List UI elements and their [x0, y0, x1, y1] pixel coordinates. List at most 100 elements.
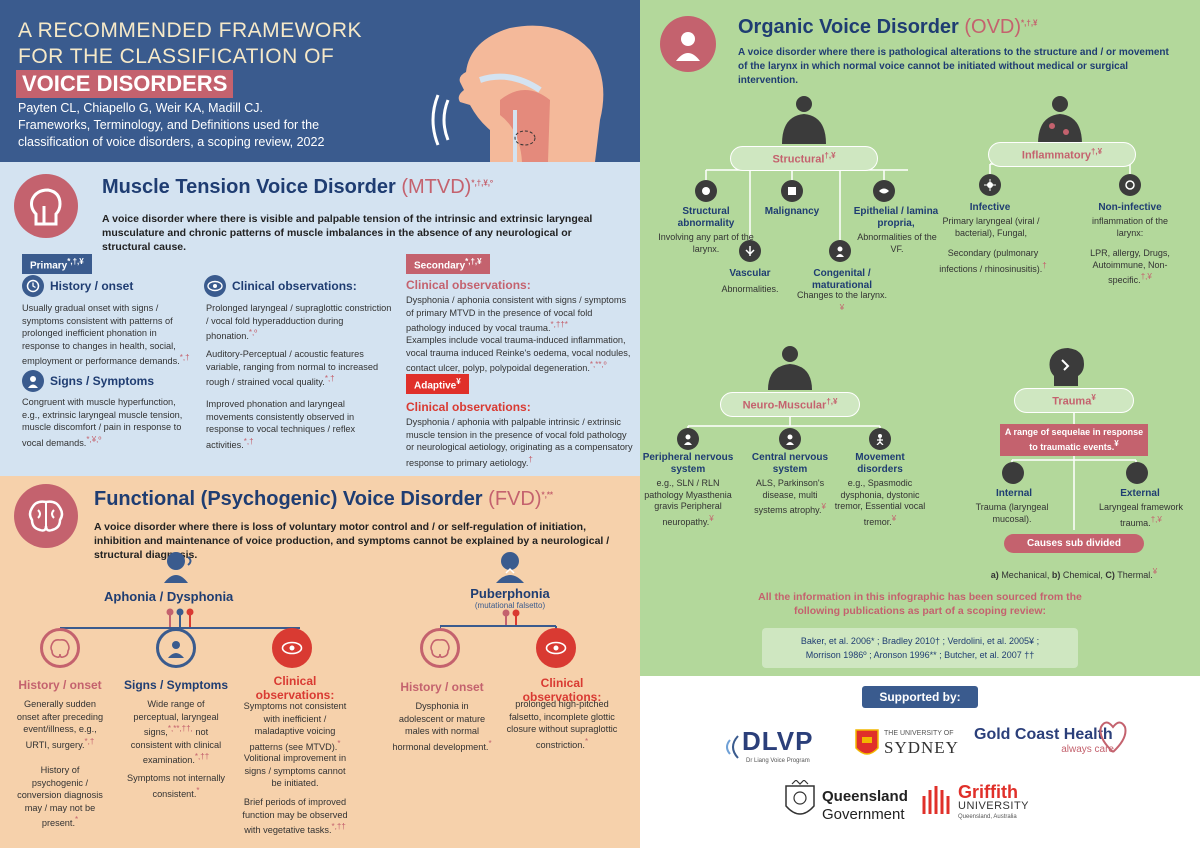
fvd-panel: Functional (Psychogenic) Voice Disorder …: [0, 476, 640, 848]
brain-small-icon: [40, 628, 80, 668]
a-clin-marks3: *,††: [331, 822, 346, 831]
secondary-label: Secondary: [414, 260, 466, 272]
a-history-text: Generally sudden onset after preceding e…: [14, 698, 106, 751]
struct-abn-title: Structural abnormality: [677, 206, 735, 229]
clinical-heading: Clinical observations:: [204, 275, 357, 297]
griffith-line-2: UNIVERSITY: [958, 800, 1030, 812]
causes-marks: ¥: [1152, 567, 1158, 576]
a-clin-text-body: Symptoms not consistent with inefficient…: [243, 701, 347, 752]
speaking-head-icon: [164, 552, 192, 583]
history-text-body: Usually gradual onset with signs / sympt…: [22, 303, 180, 367]
ovd-definition: A voice disorder where there is patholog…: [738, 47, 1169, 86]
a-signs-marks2: *,††: [194, 752, 210, 762]
gch-line-1: Gold Coast Health: [974, 726, 1113, 743]
external-title: External: [1120, 488, 1160, 499]
inflammatory-marks: †,¥: [1090, 147, 1103, 156]
sydney-line-2: SYDNEY: [884, 738, 959, 757]
p-history-marks: *: [488, 738, 492, 748]
congenital-title: Congenital / maturational: [811, 268, 872, 291]
head-trauma-icon: [1049, 348, 1084, 386]
a-history-text2-body: History of psychogenic / conversion diag…: [17, 765, 103, 829]
head-profile-illustration: [431, 25, 604, 162]
infective-icon: [979, 174, 1001, 196]
mtvd-panel: Muscle Tension Voice Disorder (MTVD)*,†,…: [0, 162, 640, 476]
citation: Payten CL, Chiapello G, Weir KA, Madill …: [18, 101, 325, 149]
noninfective-text2-body: LPR, allergy, Drugs, Autoimmune, Non-spe…: [1090, 248, 1170, 285]
a-history-marks: *,†: [84, 736, 95, 746]
adaptive-obs-title: Clinical observations:: [406, 400, 531, 414]
secondary-p2: Examples include vocal trauma-induced in…: [406, 334, 634, 375]
a-clin-text3: Brief periods of improved function may b…: [240, 796, 350, 837]
a-signs-title: Signs / Symptoms: [123, 678, 229, 692]
clinical-p3: Improved phonation and laryngeal movemen…: [206, 398, 392, 451]
clinical-p3-text: Improved phonation and laryngeal movemen…: [206, 399, 356, 450]
brain-icon: [14, 484, 78, 548]
neuro-pill: Neuro-Muscular†,¥: [720, 392, 860, 417]
pns-icon: [677, 428, 699, 450]
noninfective-text: inflammation of the larynx:: [1091, 216, 1169, 238]
person-small-icon: [156, 628, 196, 668]
a-clin-marks: *: [337, 738, 341, 748]
p-clin-text: prolonged high-pitched falsetto, incompl…: [506, 698, 618, 751]
puber-brain-icon: [420, 628, 460, 668]
title-line-1: A RECOMMENDED FRAMEWORK: [18, 19, 363, 42]
a-history-text2: History of psychogenic / conversion diag…: [14, 764, 106, 830]
epithelial-title: Epithelial / lamina propria,: [853, 206, 939, 229]
clinical-p2: Auditory-Perceptual / acoustic features …: [206, 348, 392, 389]
causes-text: a) Mechanical, b) Chemical, C) Thermal.¥: [984, 566, 1164, 582]
p-history-text-body: Dysphonia in adolescent or mature males …: [392, 701, 489, 752]
title-line-3: VOICE DISORDERS: [16, 70, 234, 98]
gch-line-2: always care: [1061, 744, 1114, 755]
a-signs-text: Wide range of perceptual, laryngeal sign…: [126, 698, 226, 767]
struct-abn-text: Involving any part of the larynx.: [658, 232, 754, 254]
qld-line-1: Queensland: [822, 788, 908, 805]
congenital-text-body: Changes to the larynx.: [796, 290, 888, 300]
griffith-line-1: Griffith: [958, 782, 1018, 802]
ovd-panel: Organic Voice Disorder (OVD)*,†,¥ A voic…: [640, 0, 1200, 676]
signs-text-body: Congruent with muscle hyperfunction, e.g…: [22, 397, 183, 448]
p-history-text: Dysphonia in adolescent or mature males …: [392, 700, 492, 753]
infective-text2-body: Secondary (pulmonary infections / rhinos…: [939, 248, 1043, 274]
vascular-icon: [739, 240, 761, 262]
internal-title: Internal: [995, 488, 1033, 499]
supported-by-panel: Supported by: DLVP Dr Liang Voice Progra…: [640, 676, 1200, 848]
trauma-box-text: A range of sequelae in response to traum…: [1004, 427, 1144, 452]
source-note: All the information in this infographic …: [758, 591, 1082, 617]
griffith-flame-icon: [922, 786, 950, 814]
history-text: Usually gradual onset with signs / sympt…: [22, 302, 192, 368]
ovd-acronym: (OVD): [964, 16, 1022, 38]
secondary-p2-marks: *,**,º: [589, 360, 607, 369]
fvd-definition: A voice disorder where there is loss of …: [94, 521, 610, 561]
secondary-p1-text: Dysphonia / aphonia consistent with sign…: [406, 295, 627, 334]
publications-line-1: Baker, et al. 2006* ; Bradley 2010† ; Ve…: [800, 636, 1040, 646]
a-signs-marks3: *: [196, 785, 200, 795]
eye-icon: [204, 275, 226, 297]
adaptive-marks: ¥: [456, 377, 461, 386]
causes-a: a): [990, 570, 999, 580]
signs-marks: *,¥,º: [86, 434, 102, 444]
history-title: History / onset: [50, 279, 134, 293]
external-icon: [1126, 462, 1148, 484]
gold-coast-health-logo: Gold Coast Health always care: [974, 726, 1124, 755]
infective-title: Infective: [969, 202, 1011, 213]
sydney-crest-icon: [855, 729, 879, 755]
epithelial-icon: [873, 180, 895, 202]
eye-small-icon: [272, 628, 312, 668]
vascular-title: Vascular: [729, 268, 771, 279]
torso-icon-neuro: [768, 346, 812, 390]
torso-icon-structural: [782, 96, 826, 144]
clock-icon: [22, 275, 44, 297]
dlvp-logo: DLVP Dr Liang Voice Program: [718, 724, 818, 772]
trauma-box-marks: ¥: [1114, 439, 1119, 448]
structural-abnormality-icon: [695, 180, 717, 202]
person-head-icon: [22, 370, 44, 392]
history-heading: History / onset: [22, 275, 133, 297]
primary-label: Primary: [30, 260, 68, 272]
secondary-p2-text: Examples include vocal trauma-induced in…: [406, 335, 631, 374]
a-clin-text2: Volitional improvement in signs / sympto…: [243, 753, 347, 788]
noninfective-title: Non-infective: [1098, 202, 1162, 213]
mtvd-title: Muscle Tension Voice Disorder (MTVD)*,†,…: [102, 176, 493, 199]
fvd-acronym: (FVD): [488, 488, 542, 510]
movement-icon: [869, 428, 891, 450]
structural-pill: Structural†,¥: [730, 146, 878, 171]
